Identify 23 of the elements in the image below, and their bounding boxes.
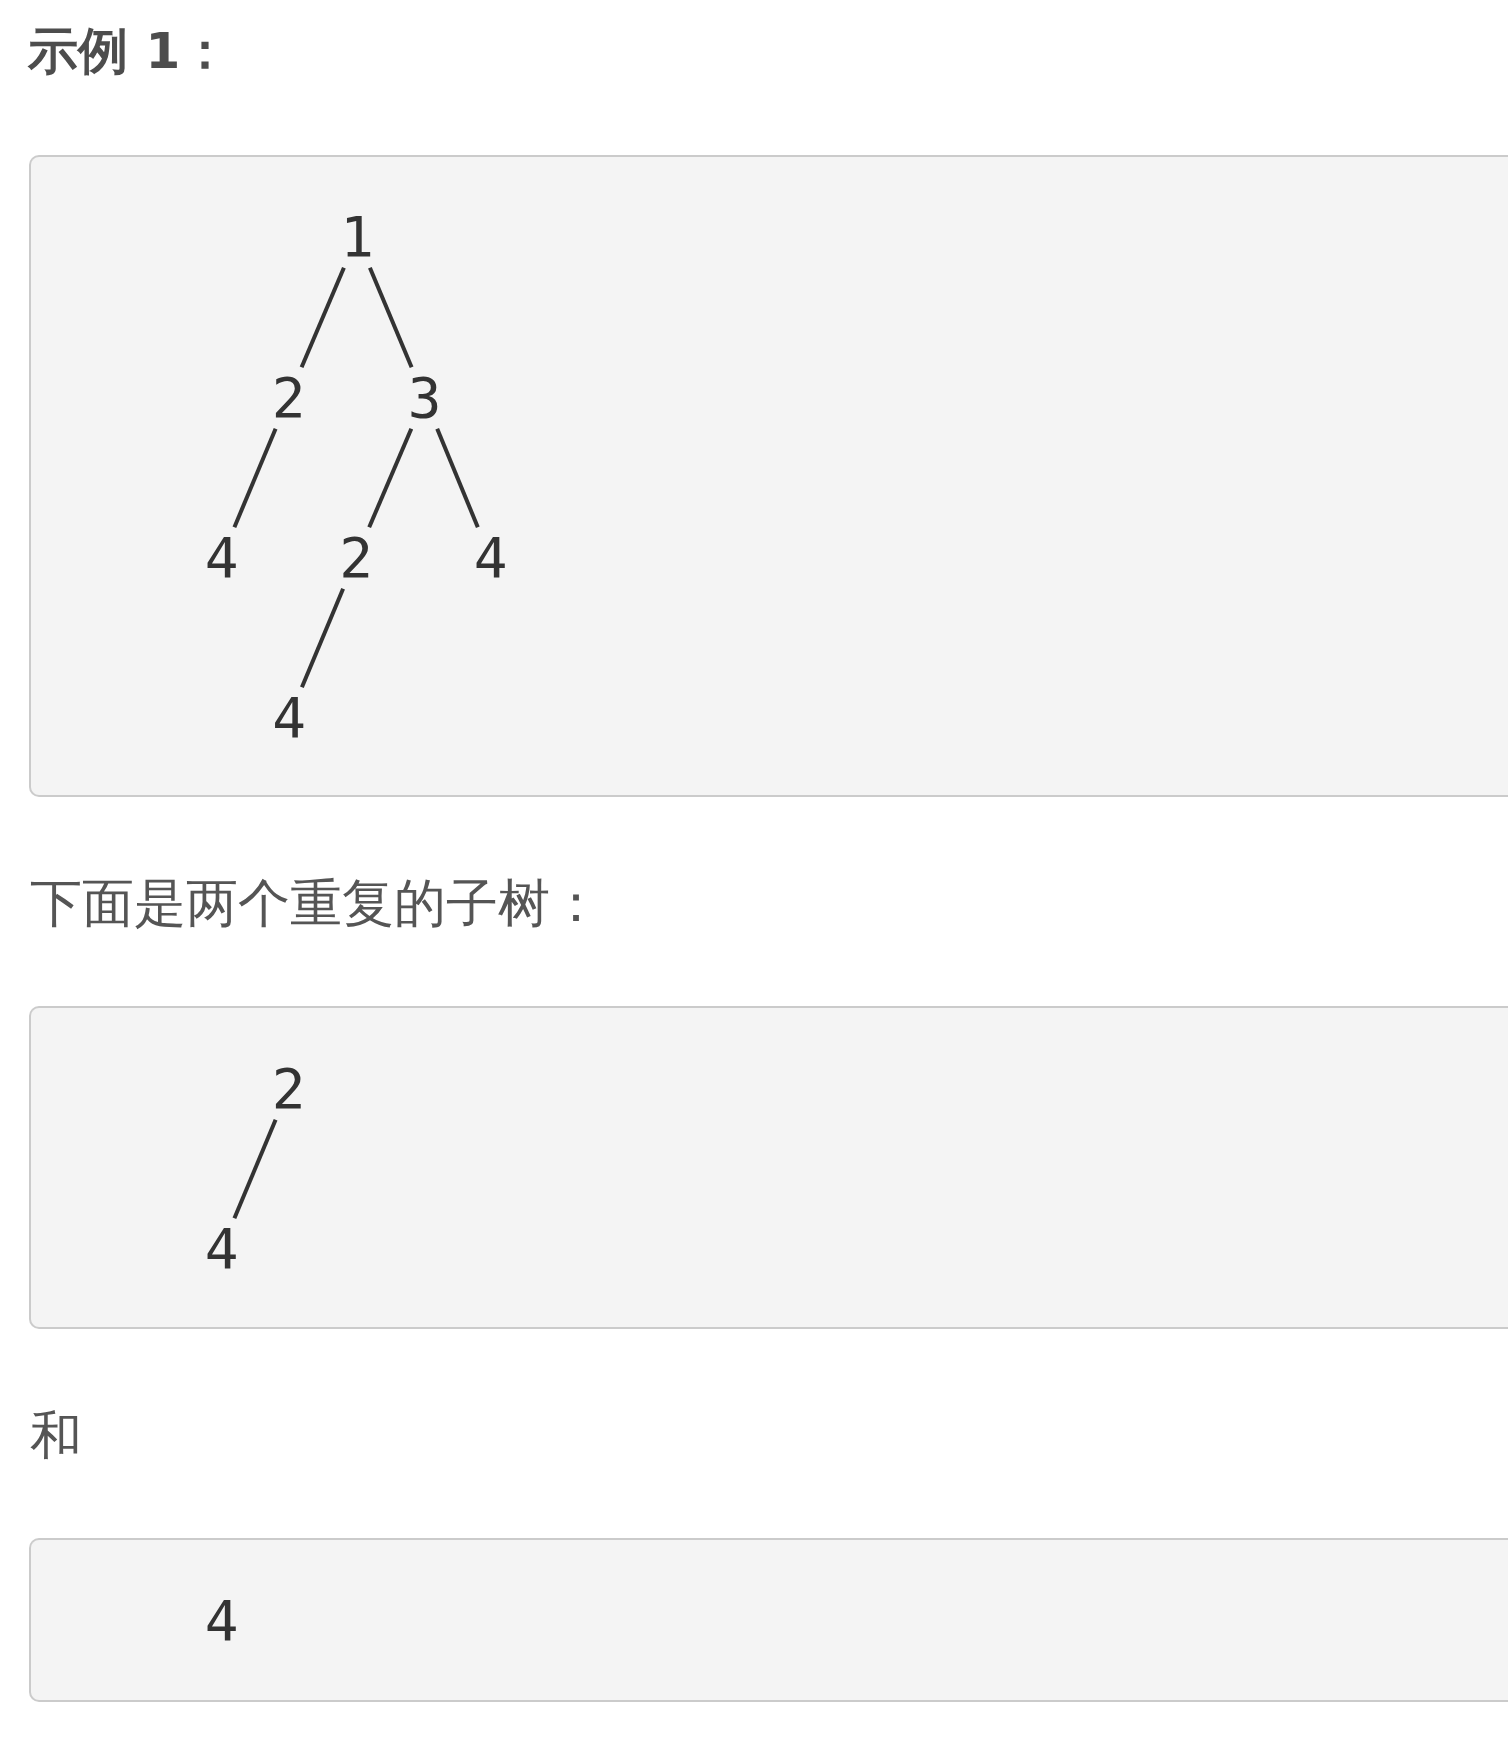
tree-node-number: 4 (272, 690, 306, 746)
tree-node-number: 4 (473, 530, 508, 586)
paragraph: 和 (30, 1404, 82, 1466)
tree-node-number: 4 (204, 530, 239, 586)
branch-line (300, 588, 345, 688)
heading: 示例 1： (28, 21, 231, 82)
tree-node-number: 2 (271, 1061, 306, 1117)
code-block (29, 1538, 1508, 1702)
branch-line (232, 1119, 278, 1219)
tree-node-number: 2 (271, 370, 306, 426)
tree-node-number: 3 (407, 370, 442, 426)
tree-node-number: 4 (204, 1593, 239, 1649)
branch-line (367, 428, 414, 528)
tree-node-number: 2 (339, 530, 373, 586)
code-block (29, 1006, 1508, 1329)
paragraph: 下面是两个重复的子树： (30, 872, 602, 934)
branch-line (435, 428, 480, 528)
branch-line (299, 267, 346, 368)
tree-node-number: 4 (204, 1221, 239, 1277)
code-block (29, 155, 1508, 797)
branch-line (232, 428, 278, 528)
branch-line (368, 267, 414, 368)
tree-node-number: 1 (340, 209, 374, 265)
